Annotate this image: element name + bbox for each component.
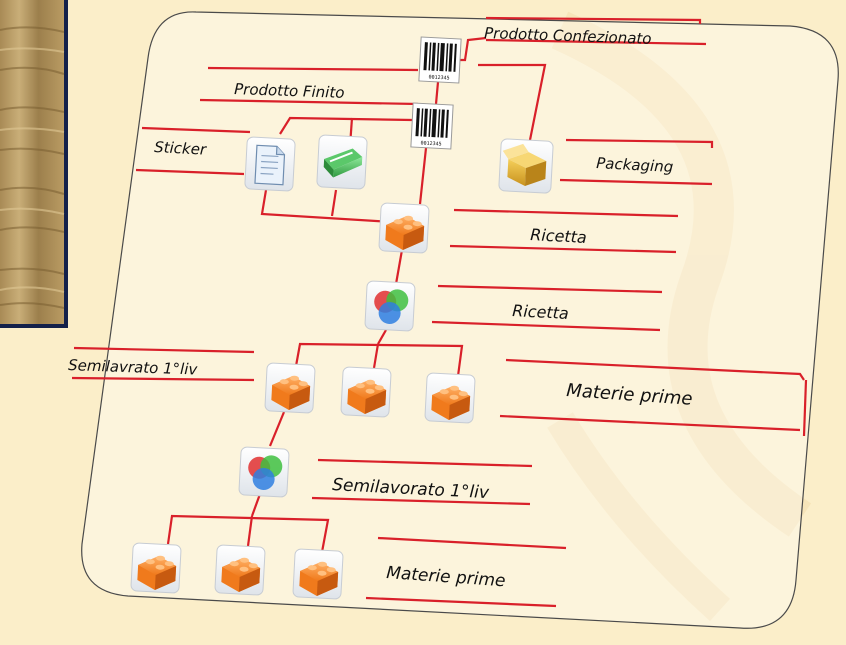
label-ricetta-2: Ricetta [512, 301, 569, 323]
mix-circles-icon [364, 280, 416, 332]
svg-text:0012345: 0012345 [428, 74, 449, 81]
mix-circles-icon [238, 446, 290, 498]
brick-icon [340, 366, 392, 418]
sticker-card-icon [316, 134, 368, 190]
label-sticker: Sticker [154, 138, 208, 159]
label-prodotto-finito: Prodotto Finito [234, 80, 345, 102]
box-icon [498, 138, 554, 194]
brick-icon [424, 372, 476, 424]
brick-icon [292, 548, 344, 600]
brick-icon [264, 362, 316, 414]
document-icon [244, 136, 296, 192]
barcode-icon: 0012345 [410, 102, 454, 150]
label-prodotto-confezionato: Prodotto Confezionato [484, 24, 652, 48]
wood-photo [0, 0, 68, 328]
brick-icon [378, 202, 430, 254]
label-semilavrato: Semilavrato 1°liv [68, 356, 199, 379]
brick-icon [130, 542, 182, 594]
background-watermark [547, 11, 812, 622]
barcode-icon: 0012345 [418, 36, 462, 84]
label-ricetta-1: Ricetta [530, 225, 587, 247]
diagram-panel [81, 11, 839, 629]
label-packaging: Packaging [596, 154, 674, 176]
svg-text:0012345: 0012345 [420, 140, 441, 147]
brick-icon [214, 544, 266, 596]
connector-lines [71, 16, 808, 608]
